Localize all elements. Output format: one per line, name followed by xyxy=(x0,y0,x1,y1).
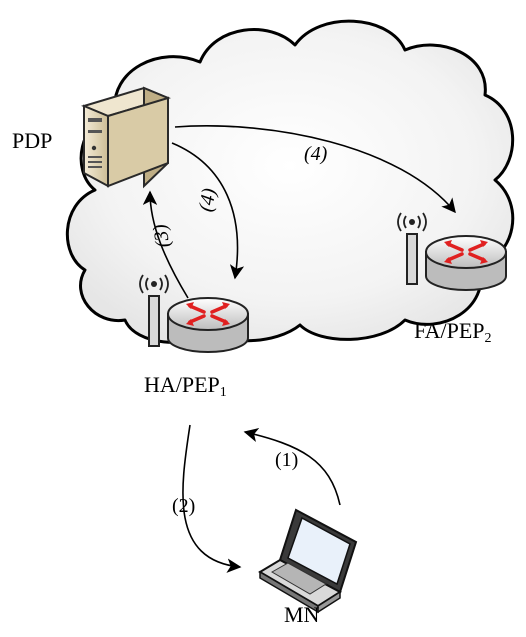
edge-mn-to-ha xyxy=(243,427,341,506)
edge-ha-to-pdp xyxy=(142,190,189,299)
mn-label: MN xyxy=(284,602,320,627)
cloud-network xyxy=(65,19,515,344)
server-icon xyxy=(81,86,171,189)
edge-label-2: (2) xyxy=(172,495,196,517)
edge-ha-to-mn xyxy=(182,424,242,573)
router-icon xyxy=(139,274,249,353)
edge-pdp-to-ha xyxy=(171,142,245,280)
edge-label-4-fa: (4) xyxy=(304,143,328,165)
fa-pep2-label: FA/PEP2 xyxy=(414,318,492,346)
router-icon xyxy=(397,212,507,291)
edge-label-3: (3) xyxy=(148,222,175,250)
edge-pdp-to-fa xyxy=(174,125,456,214)
edge-label-1: (1) xyxy=(275,449,299,471)
edge-label-4-ha: (4) xyxy=(194,186,221,214)
pdp-label: PDP xyxy=(12,128,53,153)
laptop-icon xyxy=(258,508,358,614)
ha-pep1-label: HA/PEP1 xyxy=(144,372,227,400)
